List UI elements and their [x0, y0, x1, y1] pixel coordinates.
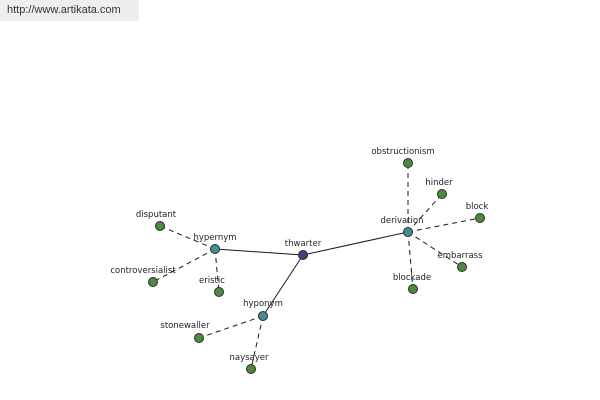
edge-derivation-embarrass: [407, 231, 463, 268]
leaf-node-naysayer[interactable]: [246, 364, 256, 374]
edge-derivation-block: [407, 217, 481, 233]
node-label-naysayer[interactable]: naysayer: [229, 353, 269, 363]
node-label-hypernym[interactable]: hypernym: [193, 233, 236, 243]
leaf-node-hinder[interactable]: [437, 189, 447, 199]
edge-thwarter-hypernym: [214, 248, 304, 256]
node-label-thwarter[interactable]: thwarter: [285, 239, 322, 249]
node-label-hinder[interactable]: hinder: [425, 178, 453, 188]
nodes-layer: [148, 158, 485, 374]
edge-thwarter-derivation: [302, 231, 409, 256]
node-label-controversialist[interactable]: controversialist: [110, 266, 176, 276]
relation-node-hypernym[interactable]: [210, 244, 220, 254]
edges-layer: [152, 163, 481, 370]
relation-node-derivation[interactable]: [403, 227, 413, 237]
edge-derivation-blockade: [407, 231, 414, 290]
edge-hyponym-stonewaller: [198, 315, 264, 339]
edge-thwarter-hyponym: [262, 254, 304, 317]
leaf-node-disputant[interactable]: [155, 221, 165, 231]
leaf-node-eristic[interactable]: [214, 287, 224, 297]
node-label-blockade[interactable]: blockade: [393, 273, 431, 283]
edge-hyponym-naysayer: [250, 315, 264, 370]
leaf-node-blockade[interactable]: [408, 284, 418, 294]
edge-hypernym-eristic: [214, 248, 220, 293]
relation-node-hyponym[interactable]: [258, 311, 268, 321]
node-label-hyponym[interactable]: hyponym: [243, 299, 283, 309]
edge-hypernym-disputant: [159, 225, 216, 250]
center-node-thwarter[interactable]: [298, 250, 308, 260]
node-label-obstructionism[interactable]: obstructionism: [371, 147, 434, 157]
leaf-node-obstructionism[interactable]: [403, 158, 413, 168]
leaf-node-embarrass[interactable]: [457, 262, 467, 272]
leaf-node-stonewaller[interactable]: [194, 333, 204, 343]
node-label-derivation[interactable]: derivation: [380, 216, 423, 226]
leaf-node-block[interactable]: [475, 213, 485, 223]
site-url-link[interactable]: http://www.artikata.com: [7, 4, 121, 16]
node-label-eristic[interactable]: eristic: [199, 276, 225, 286]
node-label-block[interactable]: block: [466, 202, 489, 212]
node-label-stonewaller[interactable]: stonewaller: [160, 321, 210, 331]
url-banner: http://www.artikata.com: [0, 0, 139, 21]
leaf-node-controversialist[interactable]: [148, 277, 158, 287]
labels-layer: disputant controversialist eristic stonewal…: [110, 147, 488, 363]
node-label-embarrass[interactable]: embarrass: [437, 251, 483, 261]
edge-hypernym-controversialist: [152, 248, 216, 283]
node-label-disputant[interactable]: disputant: [136, 210, 177, 220]
